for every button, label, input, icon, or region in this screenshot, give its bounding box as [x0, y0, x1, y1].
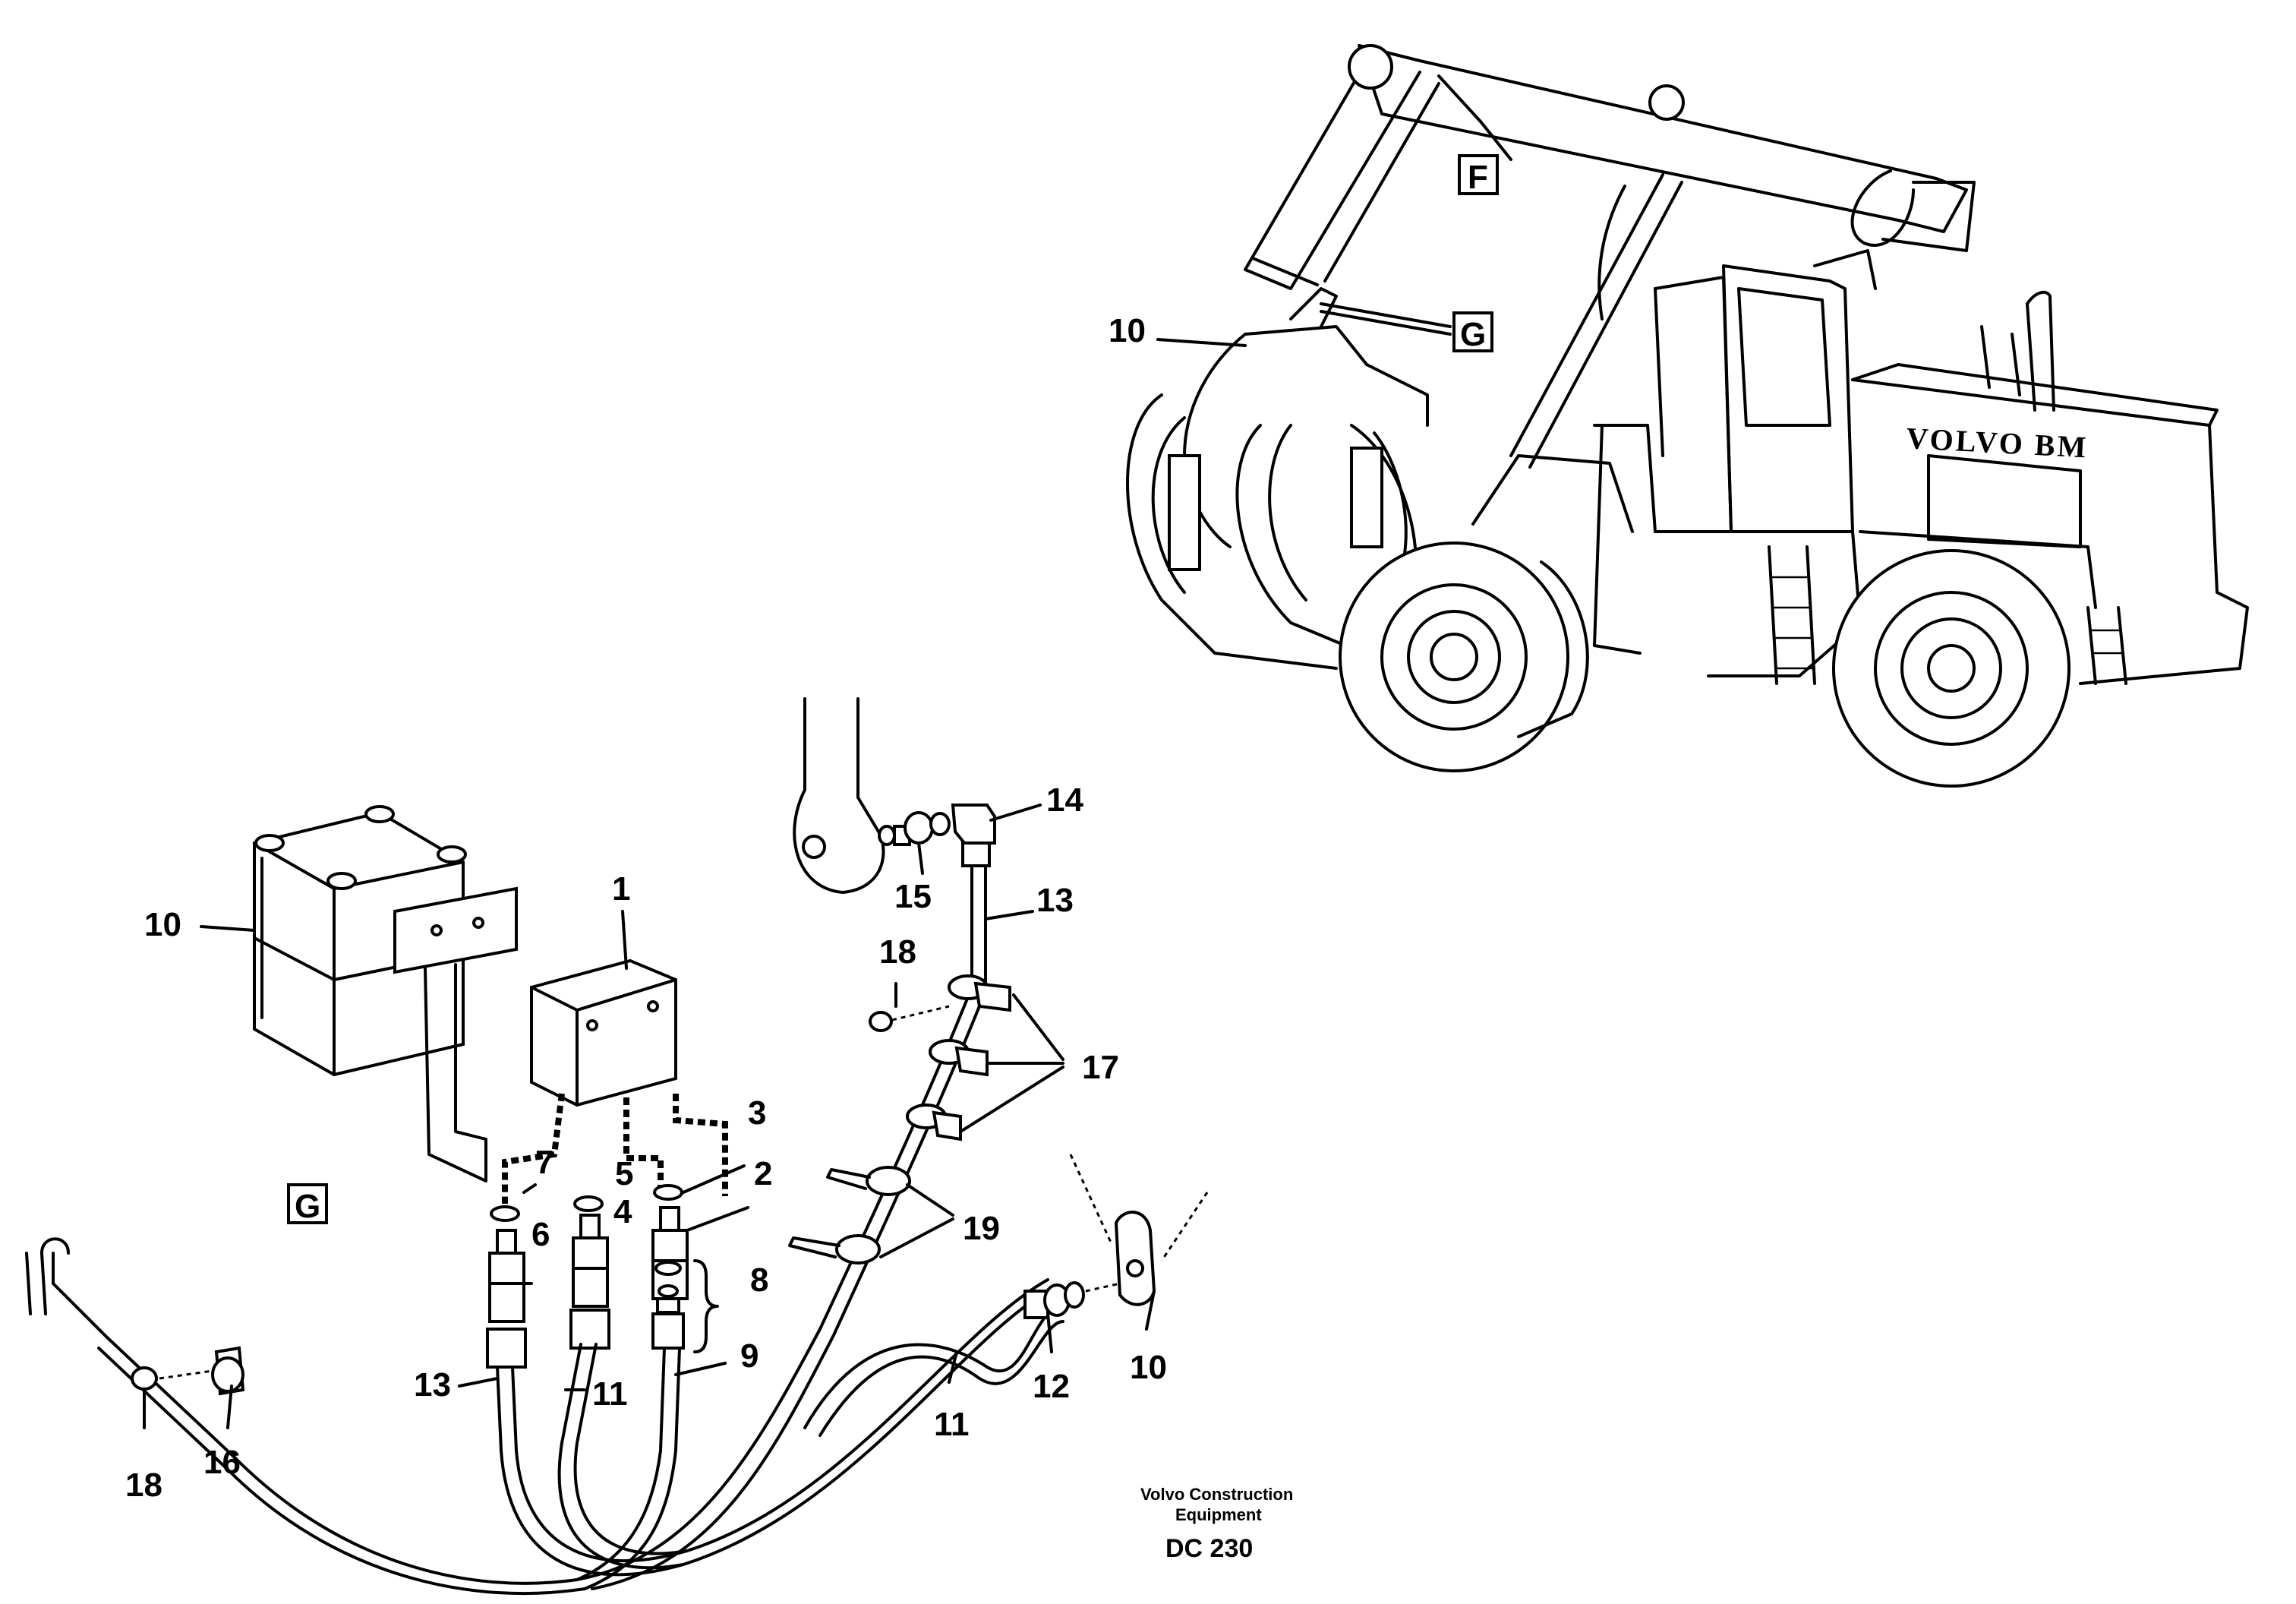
callout-11-right: 11 [934, 1406, 970, 1443]
callout-3: 3 [748, 1094, 766, 1132]
elbow-14 [929, 804, 996, 867]
screw-18-lower [131, 1366, 158, 1429]
cable-ties-19 [788, 1166, 911, 1265]
cylinder-end [793, 697, 885, 894]
screw-18-upper [869, 982, 950, 1032]
cab [1654, 249, 1877, 533]
callout-6: 6 [531, 1216, 550, 1253]
callout-10-bracket: 10 [1130, 1349, 1167, 1386]
bracket-10-right [1069, 1154, 1209, 1331]
company-name-line1: Volvo Construction [1140, 1485, 1293, 1504]
callout-10-box: 10 [144, 906, 181, 943]
callout-12: 12 [1033, 1368, 1070, 1405]
callout-11-left: 11 [592, 1375, 628, 1413]
clamp-16 [211, 1346, 245, 1429]
mounting-bracket [393, 886, 518, 1182]
detail-f-label: F [1468, 159, 1488, 196]
callout-13-upper: 13 [1036, 882, 1074, 919]
company-name-line2: Equipment [1175, 1505, 1262, 1524]
detail-f-marker [1458, 154, 1499, 195]
footer: Volvo Construction Equipment DC 230 [1140, 1485, 1293, 1563]
seal-parts-8 [651, 1259, 719, 1353]
detail-marker-g-label: G [295, 1188, 320, 1225]
connector-4 [569, 1195, 610, 1350]
callout-8: 8 [750, 1261, 768, 1299]
callout-19: 19 [963, 1210, 1000, 1247]
callout-9: 9 [740, 1337, 758, 1375]
callout-7: 7 [535, 1144, 554, 1181]
fitting-15 [878, 811, 934, 875]
callout-4: 4 [613, 1193, 632, 1230]
callout-16: 16 [203, 1444, 241, 1481]
diagram-code: DC 230 [1165, 1534, 1253, 1563]
junction-box [253, 805, 467, 1077]
callout-5: 5 [615, 1155, 633, 1192]
front-wheel [1339, 542, 1589, 772]
callout-18-lower: 18 [125, 1467, 162, 1504]
fitting-12 [1023, 1281, 1085, 1353]
callout-17: 17 [1082, 1049, 1119, 1086]
detail-view-g: 10 1 7 6 [25, 697, 1209, 1596]
callout-15: 15 [894, 878, 932, 915]
callout-14: 14 [1046, 781, 1083, 819]
connector-2 [651, 1184, 689, 1300]
clamps-17 [906, 974, 1011, 1141]
detail-g-label: G [1460, 316, 1486, 353]
callout-1: 1 [612, 870, 630, 908]
control-unit [530, 958, 677, 1107]
wheel-loader-illustration: VOLVO BM F [1109, 44, 2249, 788]
connector-6 [486, 1205, 527, 1369]
engine-body: VOLVO BM [1851, 290, 2249, 685]
rear-wheel [1832, 549, 2070, 788]
callout-18-upper: 18 [879, 933, 916, 971]
detail-marker-g [287, 1183, 328, 1224]
callout-2: 2 [754, 1155, 772, 1192]
callout-10-grapple: 10 [1109, 312, 1146, 349]
callout-13-left: 13 [414, 1366, 451, 1404]
detail-g-marker [1452, 311, 1493, 352]
machine-brand-text: VOLVO BM [1906, 421, 2089, 464]
grapple [1126, 287, 1429, 670]
